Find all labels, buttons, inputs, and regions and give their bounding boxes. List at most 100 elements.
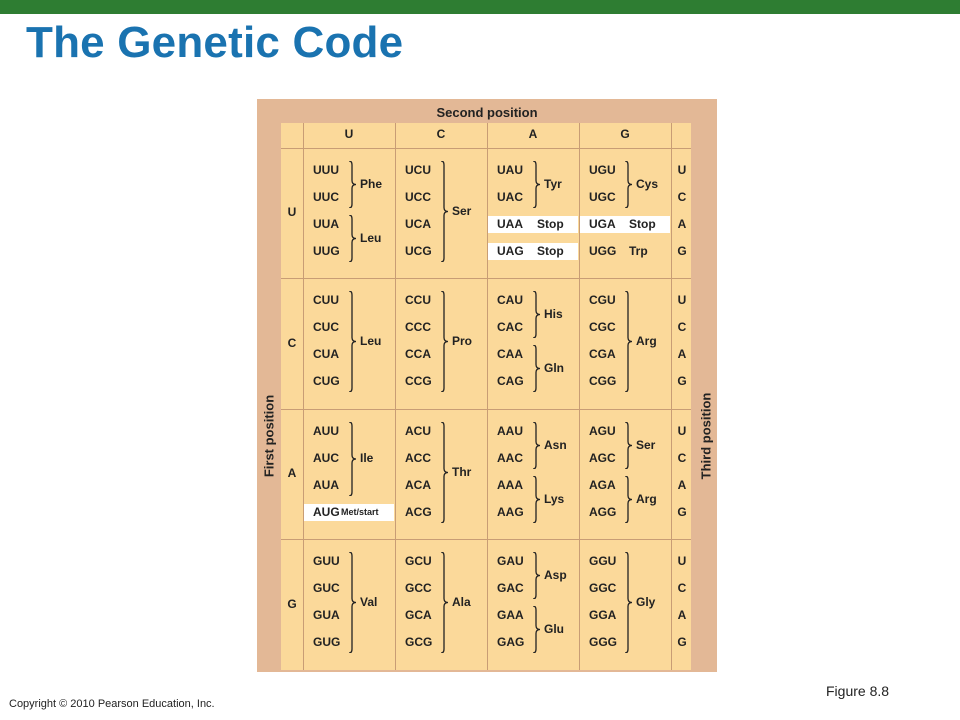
top-accent-bar xyxy=(0,0,960,14)
brace-icon xyxy=(624,552,633,653)
third-position-base: A xyxy=(677,217,687,231)
second-position-label: Second position xyxy=(436,105,538,120)
codon-label: AGU xyxy=(589,424,616,438)
third-position-label: Third position xyxy=(698,392,714,480)
grid-column-divider xyxy=(671,123,672,670)
first-position-base: G xyxy=(287,596,297,611)
codon-label: CUC xyxy=(313,320,339,334)
codon-label: CUA xyxy=(313,347,339,361)
grid-row-divider xyxy=(281,539,691,540)
codon-label: AUC xyxy=(313,451,339,465)
codon-label: UUC xyxy=(313,190,339,204)
first-position-base: A xyxy=(287,466,297,480)
amino-acid-label: Val xyxy=(360,594,378,609)
codon-label: CAC xyxy=(497,320,523,334)
brace-icon xyxy=(348,161,357,208)
codon-label: GCU xyxy=(405,554,432,568)
codon-label: UCC xyxy=(405,190,431,204)
amino-acid-label: Cys xyxy=(636,176,659,191)
third-position-base: U xyxy=(677,163,687,177)
codon-label: GUG xyxy=(313,635,341,649)
codon-label: UAA xyxy=(497,217,523,231)
amino-acid-label: Stop xyxy=(537,244,564,258)
amino-acid-label: Asn xyxy=(544,437,567,452)
brace-icon xyxy=(624,476,633,523)
second-position-header: U xyxy=(344,127,354,141)
codon-highlight xyxy=(304,504,394,521)
brace-icon xyxy=(348,291,357,392)
grid-row-divider xyxy=(281,278,691,279)
brace-icon xyxy=(440,552,449,653)
amino-acid-label: Trp xyxy=(629,244,648,258)
codon-label: AGG xyxy=(589,505,617,519)
amino-acid-label: Pro xyxy=(452,333,473,348)
third-position-base: G xyxy=(677,374,687,388)
codon-label: CGG xyxy=(589,374,617,388)
grid-column-divider xyxy=(579,123,580,670)
third-position-base: C xyxy=(677,320,687,334)
amino-acid-label: Ile xyxy=(360,451,374,465)
amino-acid-label: Ser xyxy=(452,203,472,218)
codon-label: GCC xyxy=(405,581,432,595)
amino-acid-label: Ala xyxy=(452,594,471,609)
amino-acid-label: Lys xyxy=(544,491,565,506)
codon-label: UUU xyxy=(313,163,339,177)
genetic-code-table: Second position First position Third pos… xyxy=(257,99,717,672)
third-position-base: C xyxy=(677,190,687,204)
codon-label: UCA xyxy=(405,217,431,231)
grid-column-divider xyxy=(487,123,488,670)
codon-label: GUC xyxy=(313,581,340,595)
codon-label: UGA xyxy=(589,217,616,231)
codon-label: UAU xyxy=(497,163,523,177)
copyright-notice: Copyright © 2010 Pearson Education, Inc. xyxy=(9,698,215,710)
codon-label: UGU xyxy=(589,163,616,177)
brace-icon xyxy=(440,422,449,523)
amino-acid-label: Gln xyxy=(544,360,564,375)
amino-acid-label: His xyxy=(544,306,563,321)
codon-label: CUU xyxy=(313,293,339,307)
codon-label: UCG xyxy=(405,244,432,258)
codon-highlight xyxy=(488,216,578,233)
amino-acid-label: Ser xyxy=(636,437,656,452)
codon-label: AAU xyxy=(497,424,523,438)
codon-label: CGC xyxy=(589,320,616,334)
codon-label: AUA xyxy=(313,478,339,492)
codon-label: GGA xyxy=(589,608,617,622)
brace-icon xyxy=(348,215,357,262)
codon-label: ACC xyxy=(405,451,431,465)
codon-label: UAC xyxy=(497,190,523,204)
first-position-label: First position xyxy=(261,394,277,478)
grid-column-divider xyxy=(395,123,396,670)
codon-label: AUU xyxy=(313,424,339,438)
brace-icon xyxy=(624,161,633,208)
codon-label: CCG xyxy=(405,374,432,388)
codon-label: CCU xyxy=(405,293,431,307)
third-position-base: U xyxy=(677,554,687,568)
brace-icon xyxy=(532,476,541,523)
third-position-base: G xyxy=(677,244,687,258)
brace-icon xyxy=(532,422,541,469)
codon-label: GCA xyxy=(405,608,432,622)
codon-label: ACU xyxy=(405,424,431,438)
amino-acid-label: Arg xyxy=(636,333,657,348)
third-position-base: C xyxy=(677,581,687,595)
codon-label: AAA xyxy=(497,478,523,492)
amino-acid-label: Leu xyxy=(360,333,382,348)
amino-acid-label: Glu xyxy=(544,621,564,636)
codon-label: CGA xyxy=(589,347,616,361)
brace-icon xyxy=(532,291,541,338)
brace-icon xyxy=(624,291,633,392)
codon-label: GAA xyxy=(497,608,524,622)
grid-row-divider xyxy=(281,409,691,410)
codon-label: GAC xyxy=(497,581,524,595)
brace-icon xyxy=(532,606,541,653)
amino-acid-label: Tyr xyxy=(544,176,562,191)
codon-label: GGG xyxy=(589,635,618,649)
codon-label: GAU xyxy=(497,554,524,568)
brace-icon xyxy=(348,552,357,653)
amino-acid-label: Gly xyxy=(636,594,656,609)
amino-acid-label: Thr xyxy=(452,464,472,479)
brace-icon xyxy=(440,291,449,392)
amino-acid-label: Stop xyxy=(537,217,564,231)
third-position-base: A xyxy=(677,347,687,361)
